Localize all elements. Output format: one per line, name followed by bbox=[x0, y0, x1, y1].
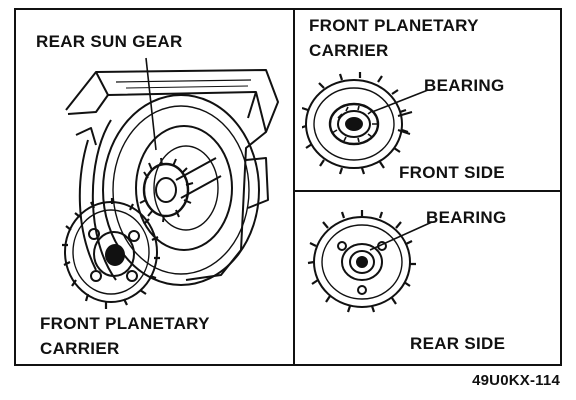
label-rear-side: REAR SIDE bbox=[410, 334, 506, 353]
label-bearing-front: BEARING bbox=[424, 76, 505, 95]
label-bearing-rear: BEARING bbox=[426, 208, 507, 227]
transmission-assembly-illustration bbox=[62, 57, 279, 309]
label-front-side: FRONT SIDE bbox=[399, 163, 505, 182]
panel-divider-horizontal bbox=[293, 190, 562, 192]
label-front-planetary-carrier-top-line2: CARRIER bbox=[309, 41, 389, 60]
label-rear-sun-gear: REAR SUN GEAR bbox=[36, 32, 183, 51]
figure-code: 49U0KX-114 bbox=[472, 372, 560, 389]
carrier-rear-side-illustration bbox=[307, 210, 416, 313]
label-front-planetary-carrier-left-line2: CARRIER bbox=[40, 339, 120, 358]
label-front-planetary-carrier-top-line1: FRONT PLANETARY bbox=[309, 16, 479, 35]
figure-frame bbox=[14, 8, 562, 366]
label-front-planetary-carrier-left-line1: FRONT PLANETARY bbox=[40, 314, 210, 333]
carrier-front-side-illustration bbox=[302, 72, 413, 175]
panel-divider-vertical bbox=[293, 8, 295, 366]
